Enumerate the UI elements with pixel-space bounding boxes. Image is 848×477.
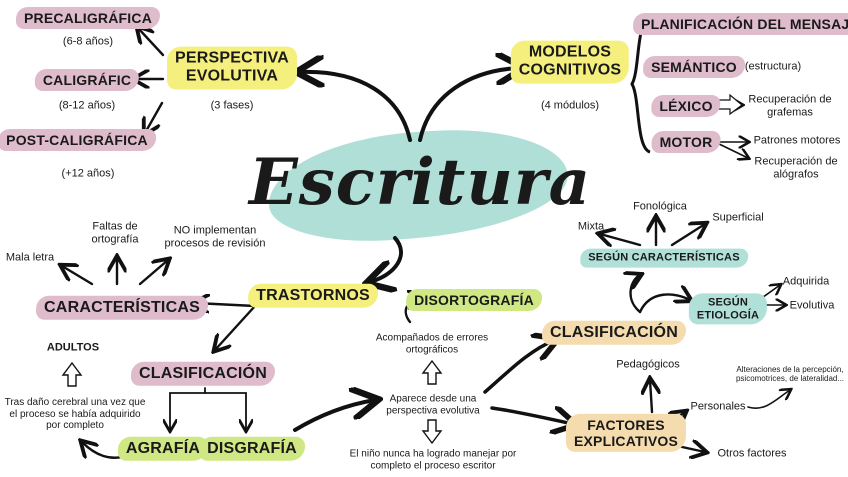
arrow-to-factores bbox=[490, 408, 573, 424]
arrow-to-modelos bbox=[418, 68, 520, 142]
node-precaligrafica: PRECALIGRÁFICA bbox=[15, 6, 161, 30]
node-trastornos: TRASTORNOS bbox=[248, 283, 378, 309]
postcaligrafica-age: (+12 años) bbox=[61, 167, 115, 180]
line: grafemas bbox=[767, 106, 813, 118]
alteraciones-note: Alteraciones de la percepción, psicomotr… bbox=[736, 365, 844, 383]
hollow-arrow-up-icon bbox=[61, 361, 83, 387]
label: COGNITIVOS bbox=[518, 62, 622, 79]
arrow-to-clasificacion bbox=[215, 304, 257, 350]
arrow-to-trastornos bbox=[370, 236, 403, 282]
motor-note-a: Patrones motores bbox=[753, 134, 841, 147]
line: procesos de revisión bbox=[164, 237, 266, 249]
node-motor: MOTOR bbox=[651, 130, 721, 154]
arrow-to-segun-caract bbox=[631, 275, 640, 314]
perspectiva-note: (3 fases) bbox=[210, 99, 254, 112]
arrow-superficial bbox=[670, 224, 705, 247]
line: psicomotrices, de lateralidad... bbox=[735, 374, 845, 383]
arrow-to-perspectiva bbox=[300, 72, 412, 142]
acompanados-note: Acompañados de errores ortográficos bbox=[376, 333, 488, 356]
item-mixta: Mixta bbox=[577, 220, 605, 233]
hollow-arrow-up-icon-2 bbox=[421, 359, 443, 385]
arrow-mala-letra bbox=[62, 266, 94, 286]
label: EXPLICATIVOS bbox=[573, 433, 679, 449]
line: Alteraciones de la percepción, bbox=[736, 364, 844, 374]
modelos-note: (4 módulos) bbox=[540, 99, 600, 112]
line: Recuperación de bbox=[754, 155, 838, 168]
node-clasificacion: CLASIFICACIÓN bbox=[131, 361, 275, 387]
node-semantico: SEMÁNTICO bbox=[643, 55, 745, 79]
main-title: Escritura bbox=[248, 145, 592, 221]
hollow-arrow-down-icon bbox=[421, 419, 443, 445]
caligrafica-age: (8-12 años) bbox=[58, 99, 116, 112]
aparece-note: Aparece desde una perspectiva evolutiva bbox=[386, 394, 479, 417]
node-lexico: LÉXICO bbox=[651, 94, 721, 118]
line: Acompañados de errores bbox=[375, 332, 489, 344]
agrafia-note: Tras daño cerebral una vez que el proces… bbox=[5, 397, 146, 432]
node-segun-etiologia: SEGÚN ETIOLOGÍA bbox=[688, 293, 768, 325]
node-disgrafia: DISGRAFÍA bbox=[199, 436, 305, 462]
arrow-precaligrafica bbox=[138, 28, 165, 57]
node-segun-caracteristicas: SEGÚN CARACTERÍSTICAS bbox=[580, 248, 748, 268]
node-planificacion: PLANIFICACIÓN DEL MENSAJE bbox=[633, 12, 848, 36]
node-disortografia: DISORTOGRAFÍA bbox=[406, 288, 542, 312]
item-fonologica: Fonológica bbox=[633, 200, 687, 213]
item-otros-factores: Otros factores bbox=[717, 447, 787, 460]
arrow-postcaligrafica bbox=[145, 101, 164, 133]
node-postcaligrafica: POST-CALIGRÁFICA bbox=[0, 128, 156, 152]
item-adquirida: Adquirida bbox=[782, 275, 830, 288]
label: EVOLUTIVA bbox=[185, 68, 279, 85]
adultos-label: ADULTOS bbox=[46, 341, 100, 354]
motor-note-b: Recuperación de alógrafos bbox=[754, 155, 837, 180]
hollow-arrow-right-icon bbox=[717, 93, 743, 116]
lexico-note: Recuperación de grafemas bbox=[748, 93, 831, 118]
node-caracteristicas: CARACTERÍSTICAS bbox=[36, 295, 208, 321]
brace bbox=[630, 16, 651, 154]
line: Faltas de bbox=[92, 220, 138, 233]
item-mala-letra: Mala letra bbox=[5, 251, 55, 264]
label: FACTORES bbox=[587, 416, 665, 433]
arrow-to-aparece bbox=[293, 400, 375, 432]
precaligrafica-age: (6-8 años) bbox=[62, 35, 114, 48]
item-faltas-ortografia: Faltas de ortografía bbox=[91, 220, 138, 245]
arrow-agrafia bbox=[170, 387, 206, 430]
node-clasificacion-disgrafia: CLASIFICACIÓN bbox=[542, 320, 686, 346]
line: el proceso se había adquirido bbox=[9, 408, 141, 420]
node-caligrafica: CALIGRÁFIC bbox=[34, 68, 140, 92]
line: perspectiva evolutiva bbox=[386, 405, 480, 416]
line: ortografía bbox=[91, 233, 139, 245]
label: ETIOLOGÍA bbox=[696, 309, 760, 321]
line: El niño nunca ha logrado manejar por bbox=[349, 448, 517, 460]
arrow-mixta bbox=[600, 234, 642, 245]
arrow-disgrafia bbox=[204, 392, 246, 430]
arrow-to-clasificacion-2 bbox=[483, 340, 555, 394]
line: completo el proceso escritor bbox=[370, 460, 496, 471]
label: SEGÚN bbox=[707, 296, 749, 309]
line: Aparece desde una bbox=[389, 393, 477, 405]
arrow-motor-b bbox=[714, 141, 748, 158]
node-factores-explicativos: FACTORES EXPLICATIVOS bbox=[565, 413, 687, 453]
label: MODELOS bbox=[528, 43, 612, 61]
line: por completo bbox=[46, 419, 104, 431]
line: ortográficos bbox=[405, 344, 459, 355]
arrow-alteraciones bbox=[747, 390, 790, 409]
line: NO implementan bbox=[173, 224, 257, 237]
item-no-implementan: NO implementan procesos de revisión bbox=[165, 224, 266, 249]
arrow-to-segun-etio bbox=[638, 294, 690, 314]
label: PERSPECTIVA bbox=[175, 49, 289, 67]
node-perspectiva-evolutiva: PERSPECTIVA EVOLUTIVA bbox=[167, 46, 297, 90]
item-personales: Personales bbox=[690, 400, 746, 413]
node-agrafia: AGRAFÍA bbox=[117, 436, 209, 462]
arrow-no-implementan bbox=[138, 260, 168, 286]
node-modelos-cognitivos: MODELOS COGNITIVOS bbox=[510, 40, 630, 84]
item-evolutiva: Evolutiva bbox=[789, 299, 835, 312]
line: Recuperación de bbox=[748, 93, 832, 106]
nino-note: El niño nunca ha logrado manejar por com… bbox=[350, 449, 517, 472]
arrow-pedagogicos bbox=[650, 380, 652, 414]
item-superficial: Superficial bbox=[712, 211, 764, 224]
line: Tras daño cerebral una vez que bbox=[4, 396, 146, 408]
semantico-note: (estructura) bbox=[744, 60, 802, 73]
item-pedagogicos: Pedagógicos bbox=[616, 358, 680, 371]
line: alógrafos bbox=[773, 168, 819, 180]
